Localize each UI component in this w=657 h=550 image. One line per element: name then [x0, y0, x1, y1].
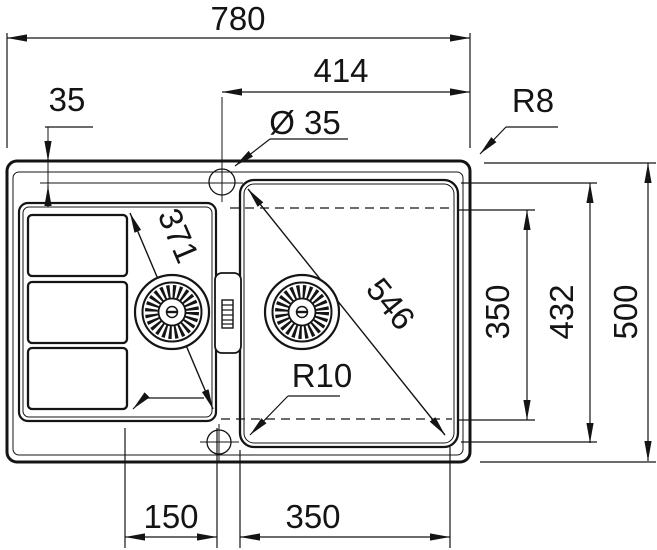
- small-bowl-strainer: [133, 273, 211, 351]
- overflow-grate-slots: [222, 304, 233, 325]
- strainer-teeth-ring: [145, 285, 199, 339]
- overflow-grate: [221, 299, 234, 329]
- dim-text-414: 414: [313, 52, 368, 89]
- main-bowl-diagonal-line: [247, 188, 446, 436]
- dim-text-r8: R8: [512, 82, 554, 119]
- dim-text-150: 150: [143, 498, 198, 535]
- drainboard-rib-2: [26, 280, 129, 345]
- r10-leader: [249, 395, 289, 436]
- dim-text-35: 35: [49, 81, 86, 118]
- rim-inner-line: [12, 171, 464, 456]
- strainer-teeth-ring: [275, 285, 329, 339]
- dim-text-432: 432: [543, 284, 580, 339]
- main-bowl-strainer: [263, 273, 341, 351]
- dim-text-546: 546: [359, 271, 422, 337]
- drainboard-rib-3: [26, 346, 129, 411]
- dim-text-371: 371: [151, 203, 207, 268]
- r8-leader: [479, 126, 507, 155]
- small-bowl-corner-arrow: [132, 392, 150, 410]
- drainboard-rib-1: [26, 213, 129, 278]
- dim-text-780: 780: [210, 0, 265, 37]
- dim-text-350b: 350: [285, 498, 340, 535]
- dim-text-500: 500: [607, 284, 644, 339]
- dia35-leader: [234, 138, 271, 167]
- main-bowl-inner-edge: [243, 183, 455, 444]
- dim-text-350v: 350: [479, 284, 516, 339]
- dim-text-dia35: Ø 35: [269, 104, 341, 141]
- dim-text-r10: R10: [292, 357, 353, 394]
